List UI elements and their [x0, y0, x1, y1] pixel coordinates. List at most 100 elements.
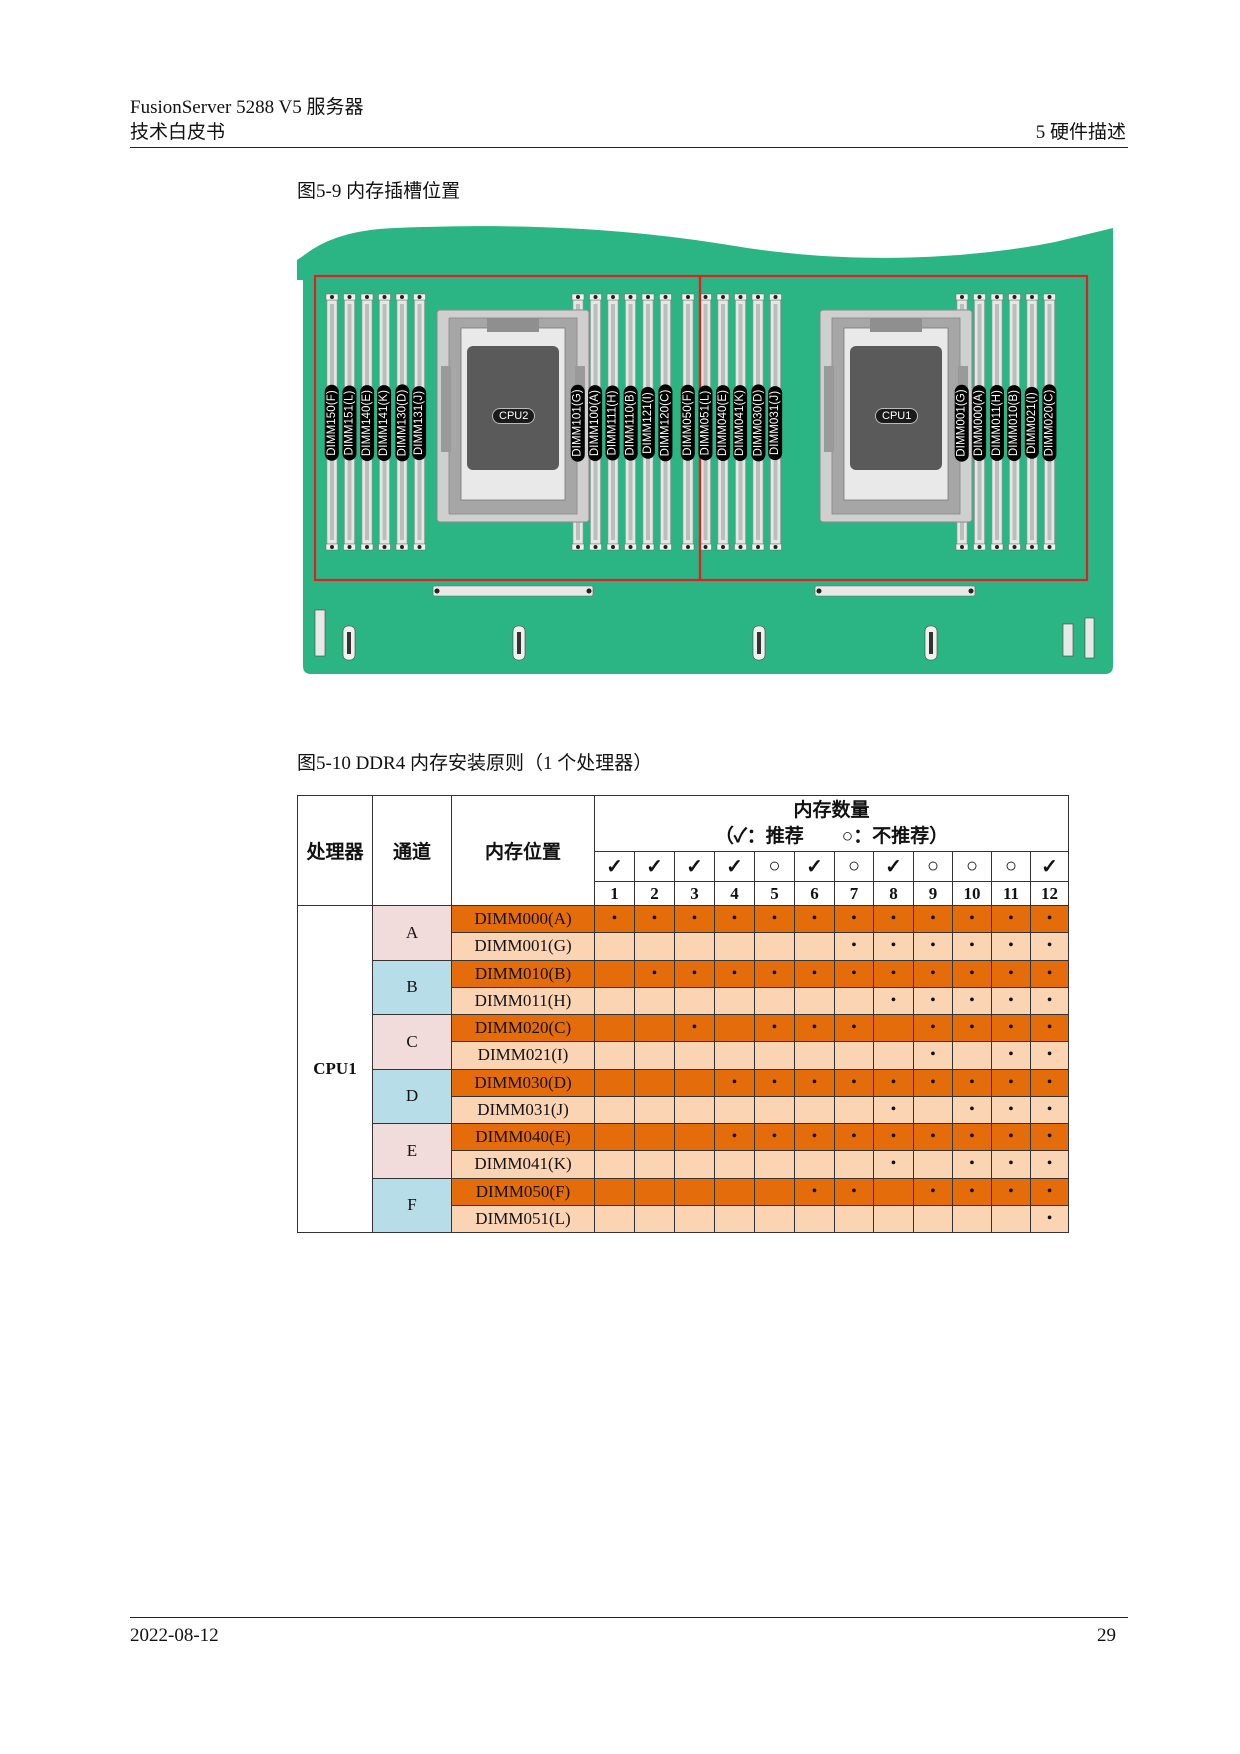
install-cell: •: [873, 932, 914, 961]
install-cell: [794, 1150, 835, 1179]
install-cell: •: [952, 932, 992, 961]
install-cell: •: [873, 1150, 914, 1179]
dimm-label-text: DIMM041(K): [733, 384, 748, 462]
dimm-clip: [756, 545, 760, 549]
install-cell: •: [913, 1013, 953, 1043]
install-cell: [714, 986, 755, 1016]
dimm-label-text: DIMM101(G): [571, 384, 586, 462]
mark-12: ✓: [1029, 851, 1070, 882]
install-cell: •: [913, 986, 953, 1016]
install-cell: [594, 1013, 635, 1043]
install-cell: [674, 1095, 715, 1125]
dimm-clip: [417, 545, 422, 549]
dimm-label-text: DIMM141(K): [377, 384, 392, 462]
install-cell: [754, 1095, 795, 1125]
install-cell: •: [952, 1013, 992, 1043]
install-cell: •: [873, 986, 914, 1016]
install-cell: [594, 1150, 635, 1179]
install-cell: [674, 932, 715, 961]
board-notch: [295, 318, 303, 338]
mark-10: ○: [952, 851, 992, 882]
install-cell: [754, 932, 795, 961]
quantity-8: 8: [873, 881, 914, 906]
install-cell: [952, 1204, 992, 1234]
install-cell: •: [952, 1068, 992, 1097]
page-number: 29: [1097, 1625, 1116, 1646]
install-cell: •: [754, 959, 795, 988]
install-cell: •: [873, 1122, 914, 1152]
install-cell: [714, 1150, 755, 1179]
install-cell: [913, 1150, 953, 1179]
install-cell: •: [991, 1095, 1031, 1125]
install-cell: •: [834, 1068, 874, 1097]
install-cell: •: [991, 1122, 1031, 1152]
install-cell: •: [714, 1122, 755, 1152]
footer-date: 2022-08-12: [130, 1625, 219, 1646]
dimm-clip: [576, 545, 580, 549]
install-cell: [594, 986, 635, 1016]
install-cell: [634, 1041, 675, 1070]
install-cell: •: [794, 1177, 835, 1206]
install-cell: [714, 1041, 755, 1070]
install-cell: •: [634, 904, 675, 934]
install-cell: [834, 1150, 874, 1179]
install-cell: [794, 1041, 835, 1070]
mark-2: ✓: [634, 851, 675, 882]
install-cell: •: [1029, 1013, 1070, 1043]
page-footer: 2022-08-12 29: [130, 1617, 1128, 1646]
dimm-location-cell: DIMM010(B): [451, 959, 595, 988]
dimm-clip: [977, 295, 982, 299]
dimm-location-cell: DIMM030(D): [451, 1068, 595, 1097]
install-cell: •: [794, 904, 835, 934]
install-cell: [674, 1068, 715, 1097]
mark-5: ○: [754, 851, 795, 882]
install-cell: •: [754, 1068, 795, 1097]
install-cell: •: [714, 904, 755, 934]
quantity-3: 3: [674, 881, 715, 906]
dimm-label-text: DIMM111(H): [606, 385, 621, 461]
dimm-location-cell: DIMM000(A): [451, 904, 595, 934]
install-cell: •: [913, 932, 953, 961]
install-cell: •: [873, 959, 914, 988]
dimm-location-cell: DIMM020(C): [451, 1013, 595, 1043]
dimm-clip: [347, 295, 352, 299]
install-cell: [594, 1177, 635, 1206]
install-cell: [594, 1041, 635, 1070]
install-cell: •: [674, 904, 715, 934]
install-cell: [674, 1204, 715, 1234]
install-cell: •: [1029, 932, 1070, 961]
table-row: DIMM031(J)••••: [298, 1095, 1070, 1125]
install-cell: •: [991, 1041, 1031, 1070]
side-connector: [1062, 623, 1074, 657]
install-cell: [674, 986, 715, 1016]
install-cell: •: [794, 959, 835, 988]
install-cell: [594, 1068, 635, 1097]
install-cell: [674, 1150, 715, 1179]
dimm-label-text: DIMM020(C): [1042, 384, 1057, 462]
install-cell: •: [794, 1013, 835, 1043]
dimm-clip: [382, 295, 387, 299]
install-cell: [834, 986, 874, 1016]
dimm-label-text: DIMM100(A): [588, 384, 603, 462]
install-cell: [594, 932, 635, 961]
dimm-label-text: DIMM021(I): [1025, 387, 1040, 459]
dimm-label-text: DIMM150(F): [325, 385, 339, 461]
dimm-label-text: DIMM140(E): [360, 384, 374, 462]
board-notch: [1113, 318, 1121, 338]
side-connector: [1084, 617, 1095, 659]
dimm-label-text: DIMM031(J): [768, 385, 783, 461]
dimm-clip: [576, 295, 580, 299]
install-cell: •: [952, 1177, 992, 1206]
quantity-legend: （✓：推荐 ○：不推荐）: [714, 825, 949, 847]
cpu-label: CPU1: [875, 408, 919, 424]
quantity-9: 9: [913, 881, 953, 906]
dimm-label-text: DIMM110(B): [623, 385, 638, 461]
connector-screw: [586, 588, 592, 594]
install-cell: •: [834, 904, 874, 934]
install-cell: [594, 1204, 635, 1234]
quantity-7: 7: [834, 881, 874, 906]
dimm-clip: [330, 295, 334, 299]
install-cell: [834, 1204, 874, 1234]
install-cell: •: [952, 1122, 992, 1152]
